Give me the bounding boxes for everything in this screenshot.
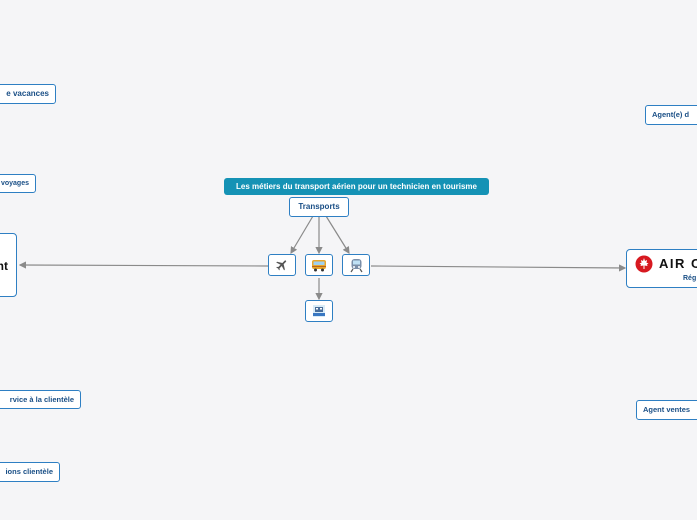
airplane-icon — [276, 260, 287, 271]
plane-node[interactable] — [268, 254, 296, 276]
transports-node[interactable]: Transports — [289, 197, 349, 217]
cruise-ship-icon — [313, 305, 325, 317]
map-title: Les métiers du transport aérien pour un … — [224, 178, 489, 195]
edge-train-right — [370, 264, 627, 272]
cruise-node[interactable] — [305, 300, 333, 322]
bus-icon — [312, 259, 326, 271]
air-canada-subtitle: Rég — [683, 275, 697, 282]
maple-leaf-icon — [635, 255, 653, 273]
edge-transports-plane — [290, 215, 314, 255]
node-left-main-label: nt — [0, 259, 8, 273]
node-vacances[interactable]: e vacances — [0, 84, 56, 104]
node-service-clientele[interactable]: rvice à la clientèle — [0, 390, 81, 409]
node-agent-ventes[interactable]: Agent ventes — [636, 400, 697, 420]
node-air-canada[interactable]: AIR C Rég — [626, 249, 697, 288]
node-agent-top[interactable]: Agent(e) d — [645, 105, 697, 125]
node-relations-clientele[interactable]: ions clientèle — [0, 462, 60, 482]
node-left-main[interactable]: nt — [0, 233, 17, 297]
train-icon — [350, 258, 362, 272]
edge-transports-train — [325, 215, 350, 255]
node-voyages[interactable]: voyages — [0, 174, 36, 193]
bus-node[interactable] — [305, 254, 333, 276]
edge-plane-left — [18, 261, 269, 269]
air-canada-logo-text: AIR C — [659, 256, 697, 271]
train-node[interactable] — [342, 254, 370, 276]
